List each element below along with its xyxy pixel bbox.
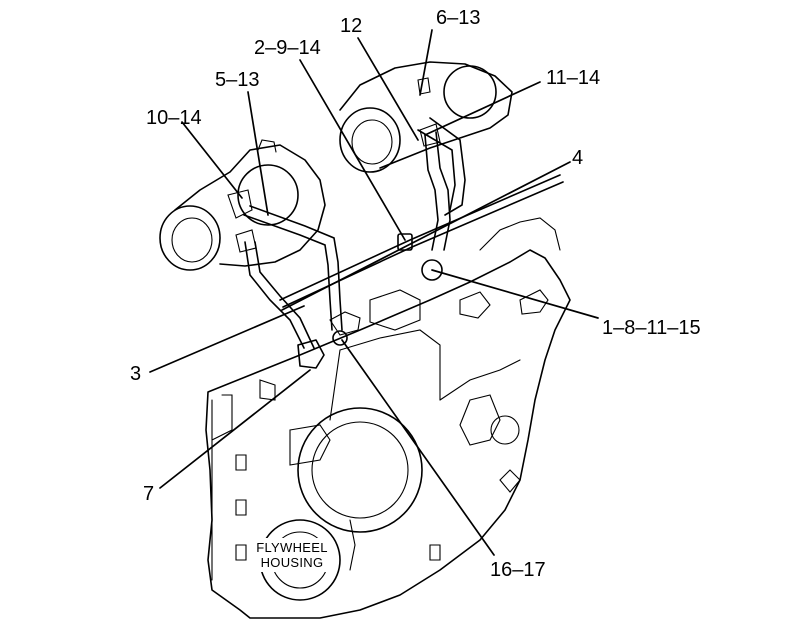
callout-12: 12 (340, 15, 362, 37)
leader-12 (357, 37, 419, 141)
leader-16-17 (341, 339, 495, 556)
callout-3: 3 (130, 363, 141, 385)
leader-2-9-14 (299, 59, 406, 241)
leader-11-14 (424, 81, 541, 136)
flywheel-housing (205, 217, 571, 619)
callout-1-8-11-15: 1–8–11–15 (602, 317, 701, 339)
callout-11-14: 11–14 (546, 67, 600, 89)
callout-5-13: 5–13 (215, 69, 260, 91)
leader-7 (159, 369, 311, 489)
leader-5-13 (247, 91, 269, 216)
flywheel-housing-label-line2: HOUSING (261, 555, 324, 570)
right-turbocharger (339, 61, 513, 173)
callout-6-13: 6–13 (436, 7, 481, 29)
leader-1-8-11-15 (431, 269, 599, 319)
caption-background (252, 538, 332, 572)
callout-10-14: 10–14 (146, 107, 202, 129)
callout-2-9-14: 2–9–14 (254, 37, 321, 59)
callout-4: 4 (572, 147, 583, 169)
leader-6-13 (419, 29, 433, 96)
leader-3 (149, 305, 305, 373)
callout-16-17: 16–17 (490, 559, 546, 581)
leader-lines (149, 29, 599, 556)
oil-supply-lines (243, 117, 564, 369)
callout-labels: 6–13 12 2–9–14 11–14 5–13 10–14 4 1–8–11… (130, 7, 701, 581)
flywheel-housing-label-line1: FLYWHEEL (256, 540, 328, 555)
callout-7: 7 (143, 483, 154, 505)
leader-10-14 (181, 121, 243, 199)
left-turbocharger (159, 139, 326, 271)
leader-4 (281, 161, 571, 311)
